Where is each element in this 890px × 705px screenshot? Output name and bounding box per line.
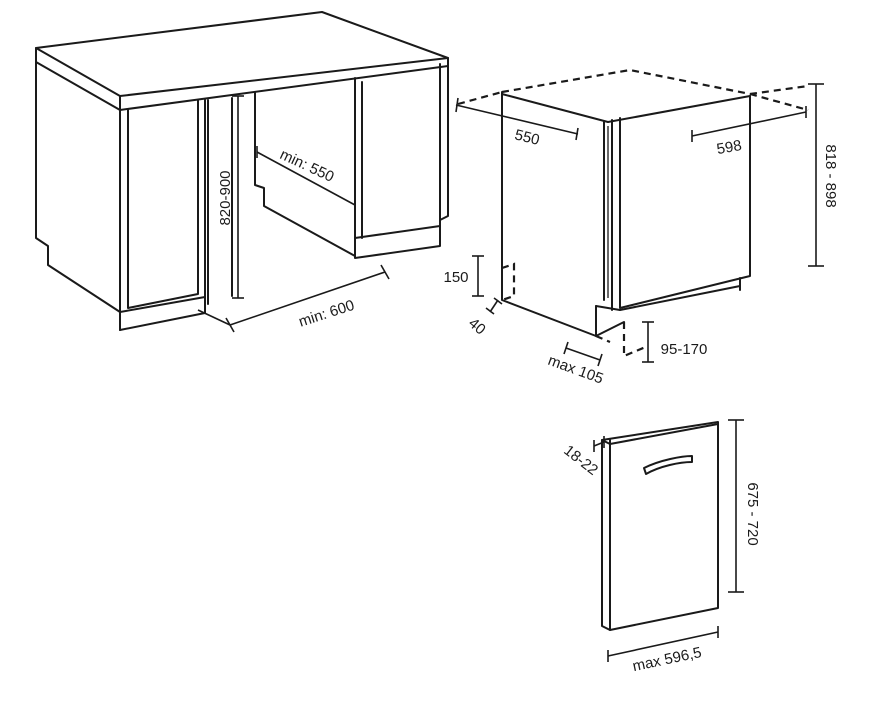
label-cabinet-height: 820-900 <box>217 170 234 225</box>
panel-dimensions <box>593 419 744 662</box>
kitchen-cabinet <box>35 11 449 331</box>
label-machine-width: 598 <box>715 137 743 158</box>
door-panel <box>601 421 719 631</box>
label-door-offset: 95-170 <box>661 341 708 358</box>
dishwasher-dimensions <box>455 83 824 367</box>
label-machine-depth: 550 <box>513 126 541 149</box>
label-plinth-height: 150 <box>443 269 468 286</box>
label-panel-thickness: 18-22 <box>560 442 601 479</box>
dishwasher-body <box>457 68 809 358</box>
label-cabinet-width: min: 600 <box>297 297 357 331</box>
label-machine-height: 818 - 898 <box>822 144 839 207</box>
cabinet-dimensions <box>197 95 390 333</box>
label-plinth-gap: max 105 <box>546 352 606 388</box>
label-plinth-depth: 40 <box>465 315 489 339</box>
label-panel-height: 675 - 720 <box>744 482 761 545</box>
